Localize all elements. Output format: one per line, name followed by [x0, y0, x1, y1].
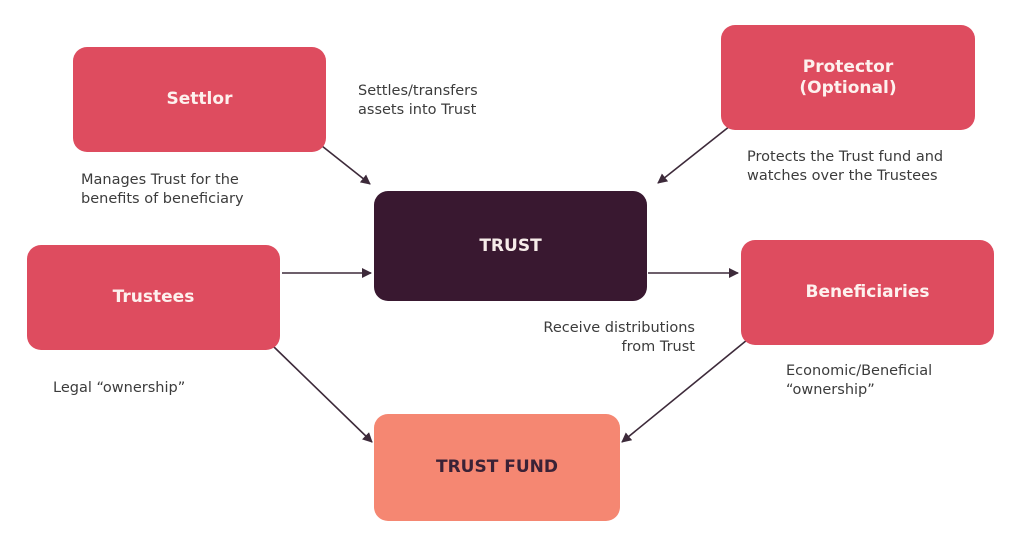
- edge-settlor-to-trust: [321, 145, 371, 185]
- distribution-annotation: Receive distributions from Trust: [543, 320, 695, 355]
- beneficial-ownership-annotation: Economic/Beneficial “ownership”: [786, 363, 933, 398]
- protector-node: Protector (Optional): [721, 25, 975, 130]
- legal-ownership-annotation: Legal “ownership”: [53, 380, 186, 396]
- trust-node: TRUST: [374, 191, 647, 301]
- trustees-manage-annotation: Manages Trust for the benefits of benefi…: [81, 172, 244, 207]
- edge-protector-to-trust: [657, 125, 731, 184]
- trustees-node: Trustees: [27, 245, 280, 350]
- edge-trustees-to-trust-fund: [273, 346, 373, 443]
- edge-beneficiaries-to-trust-fund: [621, 339, 748, 443]
- beneficiaries-node: Beneficiaries: [741, 240, 994, 345]
- trust-fund-node: TRUST FUND: [374, 414, 620, 521]
- settlor-annotation: Settles/transfers assets into Trust: [358, 83, 478, 118]
- settlor-node: Settlor: [73, 47, 326, 152]
- protector-annotation: Protects the Trust fund and watches over…: [747, 149, 944, 184]
